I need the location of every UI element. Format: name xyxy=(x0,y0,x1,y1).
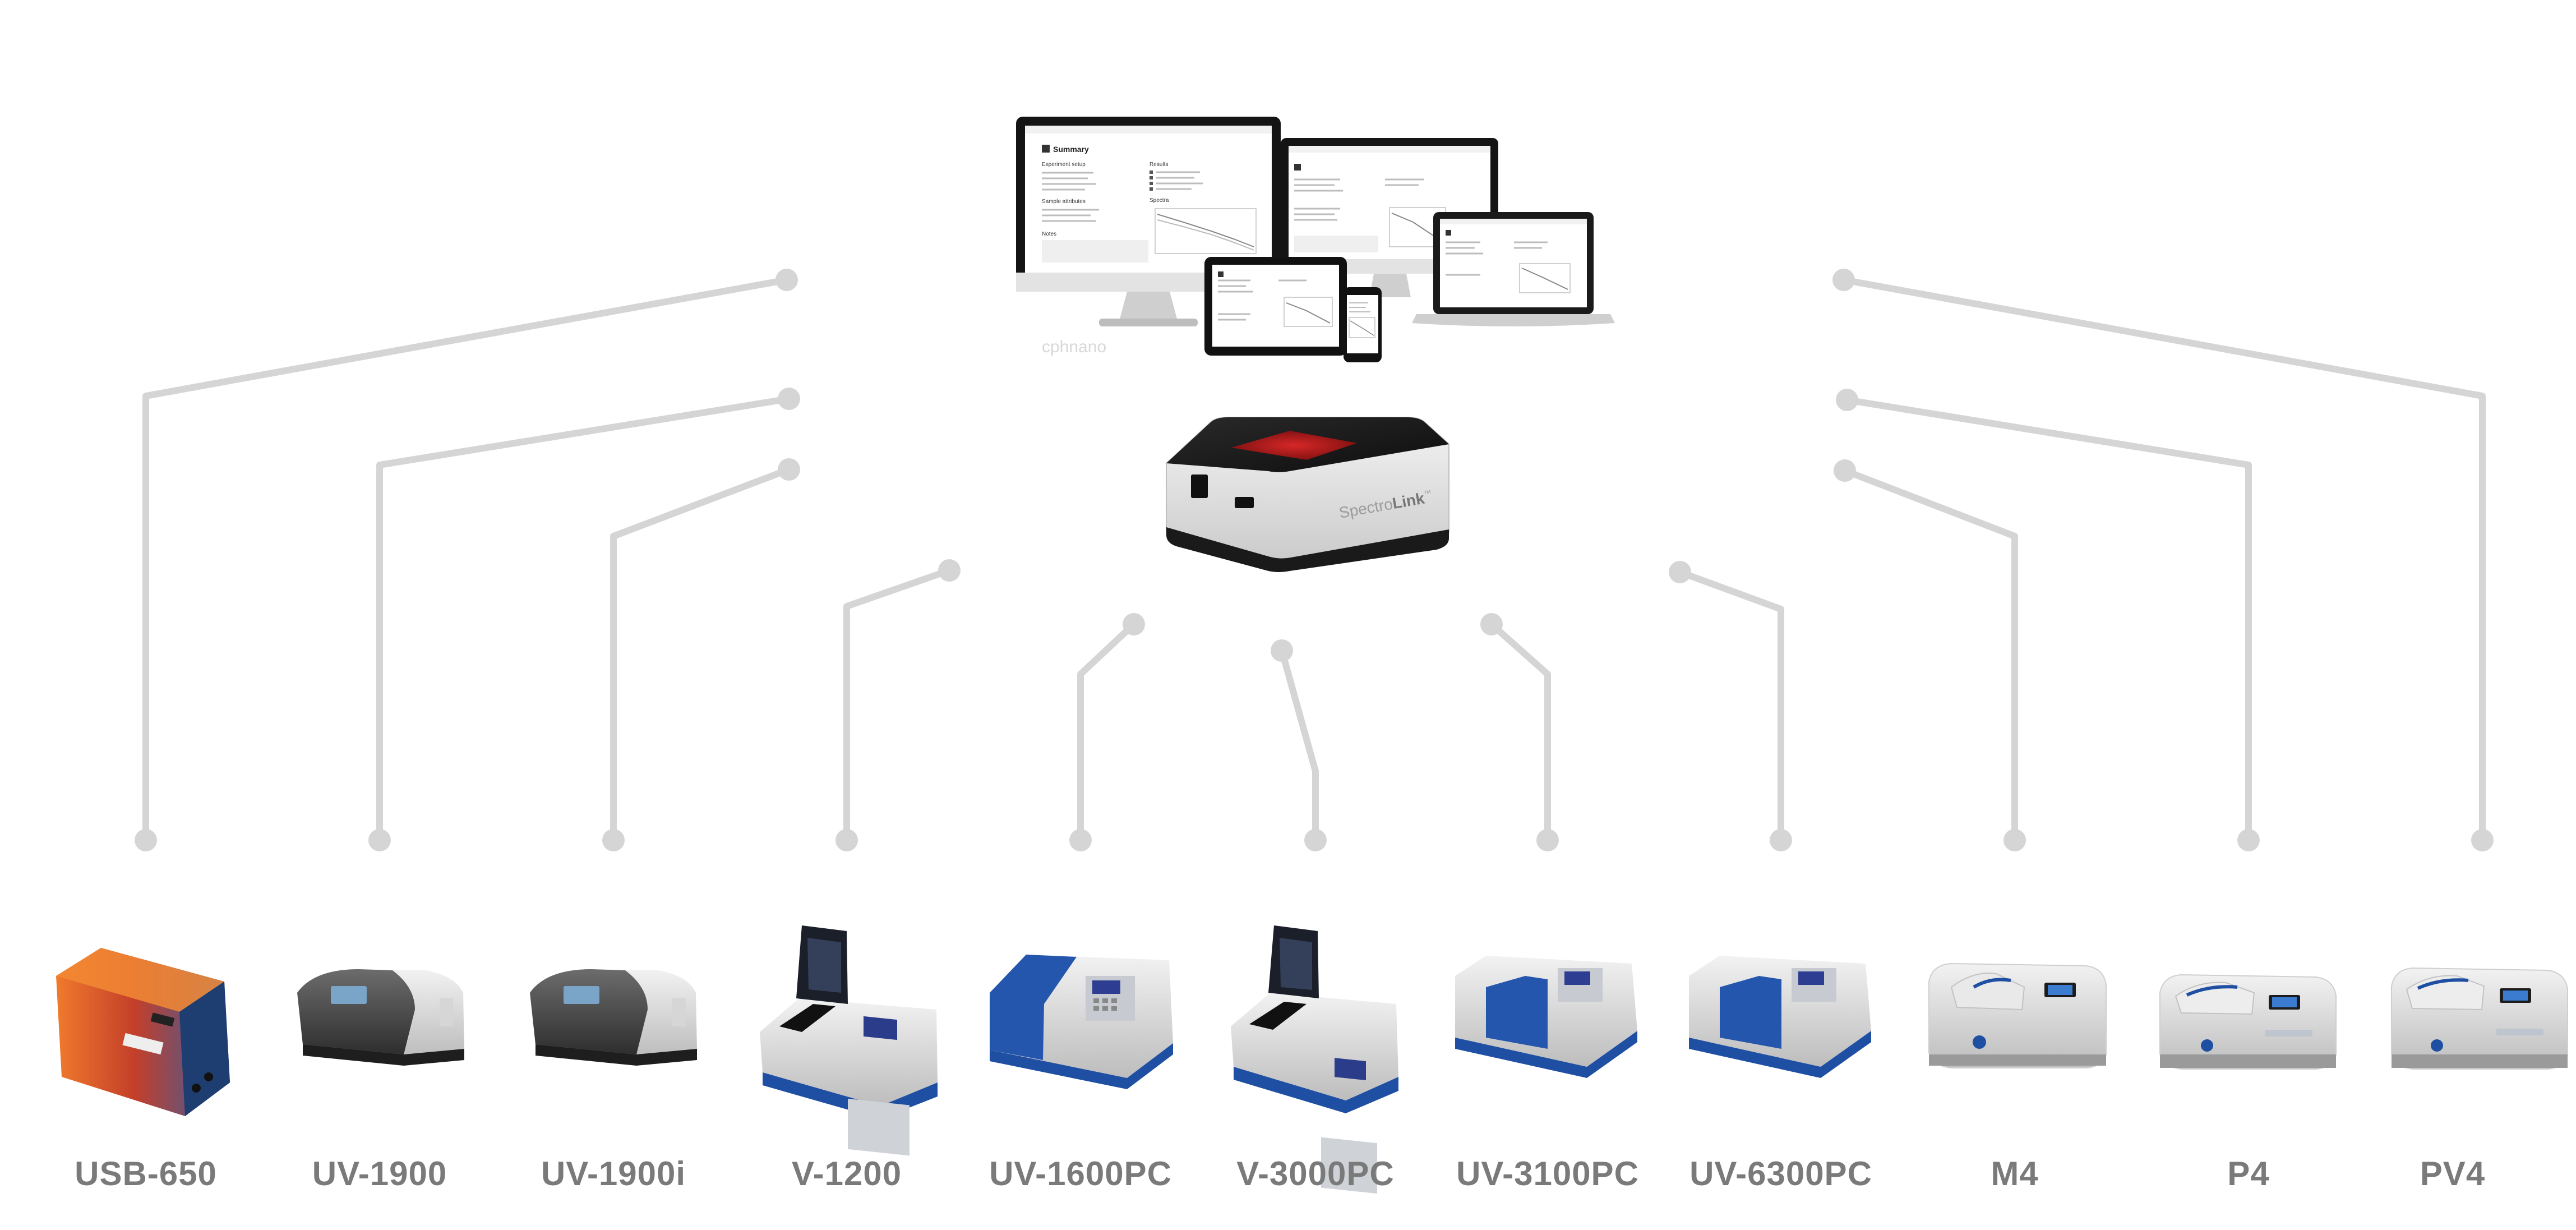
instrument-label-v-1200: V-1200 xyxy=(791,1155,902,1192)
line-uv-1900 xyxy=(376,395,792,844)
phone-icon xyxy=(1344,287,1382,362)
v-1200-spectrophotometer-icon xyxy=(760,925,938,1156)
instrument-label-uv-1600pc: UV-1600PC xyxy=(989,1155,1172,1192)
cphnano-watermark: cphnano xyxy=(1042,338,1106,356)
bottom-dot xyxy=(1770,829,1792,851)
v-3000pc-spectrophotometer-icon xyxy=(1231,925,1398,1194)
instrument-label-uv-1900i: UV-1900i xyxy=(541,1155,686,1192)
instrument-label-m4: M4 xyxy=(1991,1155,2039,1192)
line-uv-3100pc xyxy=(1488,621,1551,844)
hub-trademark: ™ xyxy=(1423,488,1432,498)
pv4-spectrophotometer-icon xyxy=(2391,967,2568,1070)
section-sample: Sample attributes xyxy=(1042,199,1086,205)
instrument-label-uv-3100pc: UV-3100PC xyxy=(1456,1155,1639,1192)
bottom-dot xyxy=(2471,829,2494,851)
top-dot xyxy=(1123,613,1145,635)
instrument-label-v-3000pc: V-3000PC xyxy=(1236,1155,1395,1192)
instrument-label-uv-6300pc: UV-6300PC xyxy=(1689,1155,1872,1192)
uv-3100pc-spectrophotometer-icon xyxy=(1455,956,1637,1078)
section-results: Results xyxy=(1149,162,1168,168)
screen-title: Summary xyxy=(1053,145,1089,154)
line-m4 xyxy=(1841,467,2018,844)
line-pv4 xyxy=(1840,277,2486,844)
bottom-dot xyxy=(1069,829,1092,851)
line-usb-650 xyxy=(142,277,790,844)
bottom-dot xyxy=(602,829,625,851)
display-devices-cluster: Summary Experiment setup Sample attribut… xyxy=(1016,117,1615,362)
uv-1600pc-spectrophotometer-icon xyxy=(990,955,1173,1089)
connection-lines xyxy=(142,277,2486,844)
top-dot xyxy=(1836,389,1858,411)
p4-spectrophotometer-icon xyxy=(2159,974,2337,1070)
desktop-monitor-icon: Summary Experiment setup Sample attribut… xyxy=(1016,117,1281,326)
secondary-monitor-icon xyxy=(1281,138,1498,297)
tablet-icon xyxy=(1204,257,1347,356)
top-dot xyxy=(1271,639,1293,662)
top-dot xyxy=(778,388,800,410)
usb-650-spectrometer-icon xyxy=(56,948,230,1116)
line-uv-1900i xyxy=(610,466,792,844)
top-dot xyxy=(1832,269,1855,291)
line-uv-1600pc xyxy=(1077,621,1137,844)
section-spectra: Spectra xyxy=(1149,197,1169,204)
top-dot xyxy=(1669,561,1691,583)
instrument-label-p4: P4 xyxy=(2227,1155,2270,1192)
bottom-dot xyxy=(1304,829,1327,851)
connection-dots xyxy=(135,269,2494,851)
hub-brand-label: SpectroLink™ xyxy=(1338,488,1434,522)
spectrolink-hub-icon: SpectroLink™ xyxy=(1166,417,1449,572)
m4-spectrophotometer-icon xyxy=(1928,962,2107,1068)
top-dot xyxy=(775,269,798,291)
uv-1900i-spectrophotometer-icon xyxy=(530,969,697,1066)
bottom-dot xyxy=(835,829,858,851)
top-dot xyxy=(1480,613,1503,635)
instrument-label-uv-1900: UV-1900 xyxy=(312,1155,447,1192)
uv-1900-spectrophotometer-icon xyxy=(297,969,464,1066)
uv-6300pc-spectrophotometer-icon xyxy=(1689,956,1871,1078)
section-setup: Experiment setup xyxy=(1042,162,1086,168)
line-v-3000pc xyxy=(1278,647,1319,844)
top-dot xyxy=(938,559,961,582)
bottom-dot xyxy=(135,829,157,851)
line-uv-6300pc xyxy=(1677,569,1784,844)
instrument-label-usb-650: USB-650 xyxy=(75,1155,217,1192)
top-dot xyxy=(778,458,800,481)
section-notes: Notes xyxy=(1042,231,1056,237)
line-p4 xyxy=(1844,397,2252,844)
bottom-dot xyxy=(1536,829,1559,851)
bottom-dot xyxy=(2237,829,2260,851)
top-dot xyxy=(1834,459,1856,482)
bottom-dot xyxy=(368,829,391,851)
line-v-1200 xyxy=(843,567,953,844)
bottom-dot xyxy=(2003,829,2026,851)
instrument-label-pv4: PV4 xyxy=(2420,1155,2486,1192)
laptop-icon xyxy=(1412,212,1615,326)
